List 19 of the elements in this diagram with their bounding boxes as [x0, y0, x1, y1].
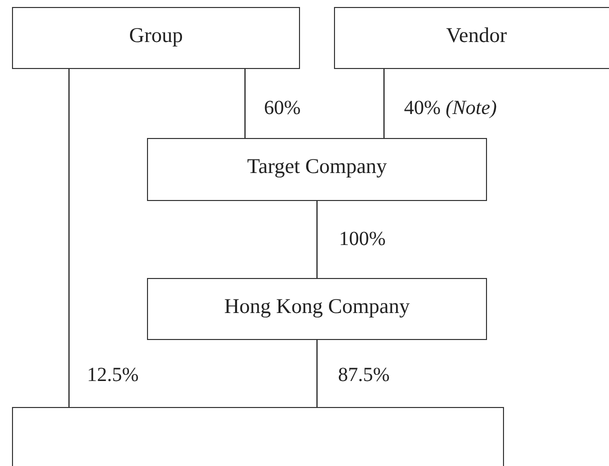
connector-line — [316, 201, 318, 278]
ownership-percentage: 40% (Note) — [404, 96, 497, 120]
connector-line — [316, 340, 318, 407]
entity-name: Vendor — [446, 22, 507, 48]
connector-line — [383, 69, 385, 138]
entity-box — [147, 278, 487, 340]
ownership-percentage: 12.5% — [87, 363, 139, 387]
connector-line — [244, 69, 246, 138]
ownership-percentage: 60% — [264, 96, 301, 120]
entity-box — [334, 7, 609, 69]
entity-box — [147, 138, 487, 201]
ownership-percentage: 87.5% — [338, 363, 390, 387]
entity-box — [12, 407, 504, 466]
entity-name: Target Company — [247, 153, 387, 179]
entity-name: Hong Kong Company — [224, 293, 410, 319]
entity-name: Group — [129, 22, 183, 48]
connector-line — [68, 69, 70, 407]
entity-box — [12, 7, 300, 69]
ownership-percentage: 100% — [339, 227, 386, 251]
